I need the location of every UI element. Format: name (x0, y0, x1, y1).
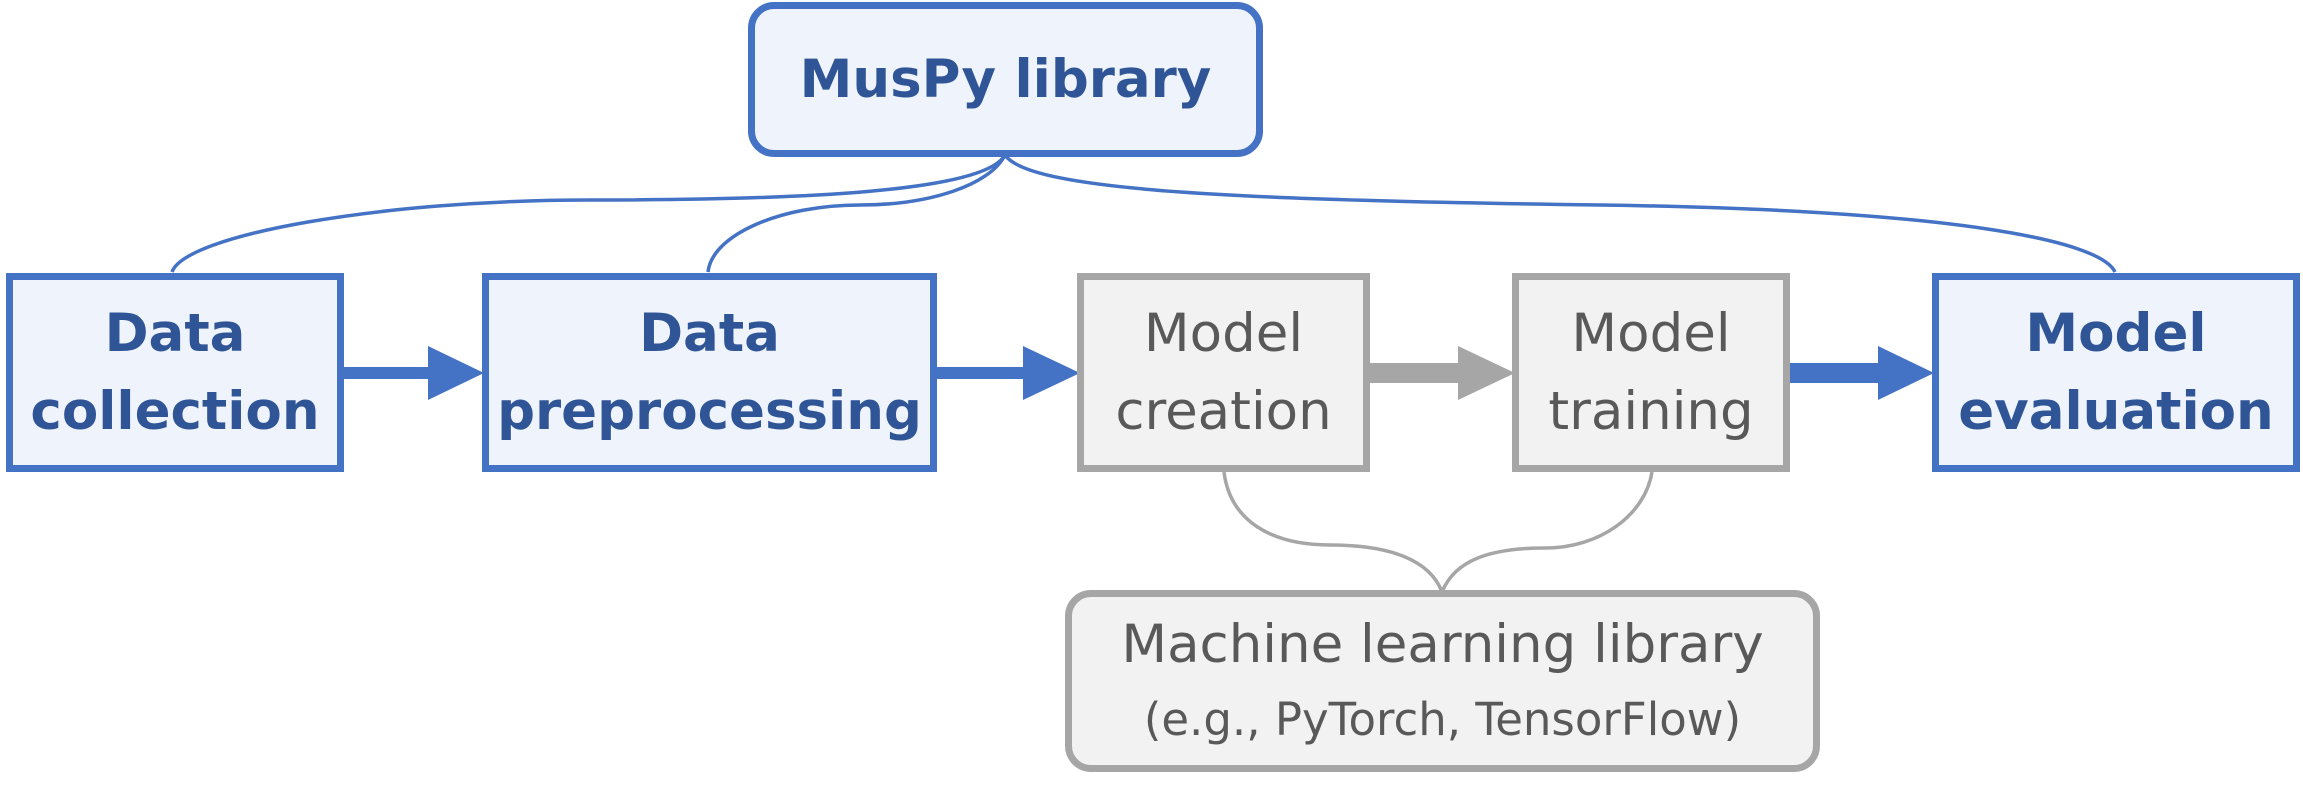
arrow-training-to-evaluation (1787, 346, 1934, 400)
machine-learning-library-label: Machine learning library (1121, 614, 1764, 675)
stage-model-training-line2: training (1548, 380, 1754, 442)
stage-model-evaluation-line2: evaluation (1958, 380, 2274, 442)
link-muspy-to-data-preprocessing (706, 154, 1007, 273)
stage-data-preprocessing-line2: preprocessing (497, 380, 922, 442)
stage-data-collection-line1: Data (104, 302, 246, 364)
link-muspy-to-data-collection (170, 154, 1007, 273)
link-ml-to-model-training (1440, 471, 1654, 593)
stage-model-creation-line1: Model (1143, 302, 1304, 364)
stage-data-collection-line2: collection (30, 380, 320, 442)
stage-model-creation: Model creation (1077, 273, 1370, 472)
machine-learning-library-examples: (e.g., PyTorch, TensorFlow) (1143, 693, 1742, 746)
muspy-library-label: MusPy library (799, 48, 1212, 110)
stage-data-preprocessing-line1: Data (639, 302, 780, 364)
arrow-collection-to-preprocessing (342, 346, 484, 400)
arrow-preprocessing-to-creation (935, 346, 1080, 400)
stage-data-collection: Data collection (6, 273, 344, 472)
link-ml-to-model-creation (1222, 471, 1444, 593)
stage-model-training: Model training (1512, 273, 1790, 472)
stage-data-preprocessing: Data preprocessing (482, 273, 937, 472)
link-muspy-to-model-evaluation (1003, 153, 2117, 273)
stage-model-creation-line2: creation (1115, 380, 1332, 442)
stage-model-training-line1: Model (1571, 302, 1731, 364)
stage-model-evaluation: Model evaluation (1932, 273, 2300, 472)
arrow-creation-to-training (1368, 346, 1515, 400)
machine-learning-library-box: Machine learning library (e.g., PyTorch,… (1065, 590, 1820, 772)
muspy-library-box: MusPy library (748, 2, 1263, 157)
stage-model-evaluation-line1: Model (2025, 302, 2207, 364)
